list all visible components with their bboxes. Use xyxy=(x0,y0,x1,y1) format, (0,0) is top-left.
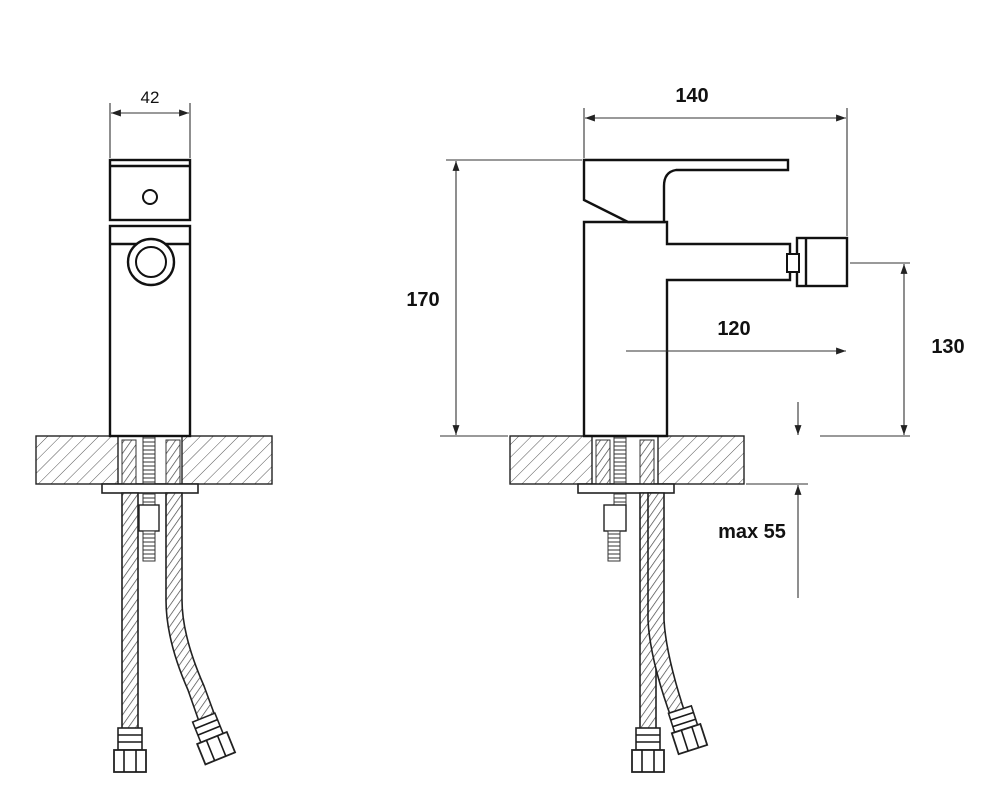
front-hose-right xyxy=(165,492,220,732)
side-faucet-body xyxy=(582,220,792,438)
dim-reach-120: 120 xyxy=(626,318,846,355)
dim-height-130: 130 xyxy=(820,262,965,437)
front-view: 42 xyxy=(35,88,273,773)
dim-label-120: 120 xyxy=(717,318,750,340)
front-mount-nut xyxy=(138,504,160,532)
front-hose-fitting-right xyxy=(191,712,237,766)
side-hose-fitting-front xyxy=(631,727,665,773)
front-hose-left xyxy=(121,492,139,739)
dim-thickness-max-55: max 55 xyxy=(718,402,808,598)
side-hose-fitting-back xyxy=(667,704,709,756)
dim-label-130: 130 xyxy=(931,336,964,358)
dim-width-42: 42 xyxy=(109,88,191,158)
dim-height-170: 170 xyxy=(406,159,582,437)
dim-label-140: 140 xyxy=(675,85,708,107)
front-mounting-plate xyxy=(101,483,199,494)
front-handle-screw-icon xyxy=(142,189,158,205)
dim-length-140: 140 xyxy=(583,85,848,236)
front-hose-fitting-left xyxy=(113,727,147,773)
dim-label-170: 170 xyxy=(406,289,439,311)
side-mounting-plate xyxy=(577,483,675,494)
side-nozzle-block xyxy=(795,236,849,288)
side-view: 140 170 120 130 max 55 xyxy=(406,85,965,773)
dim-label-max-55: max 55 xyxy=(718,521,786,543)
side-mount-nut xyxy=(603,504,627,532)
side-lever-handle xyxy=(582,158,790,224)
dim-label-42: 42 xyxy=(141,88,160,107)
